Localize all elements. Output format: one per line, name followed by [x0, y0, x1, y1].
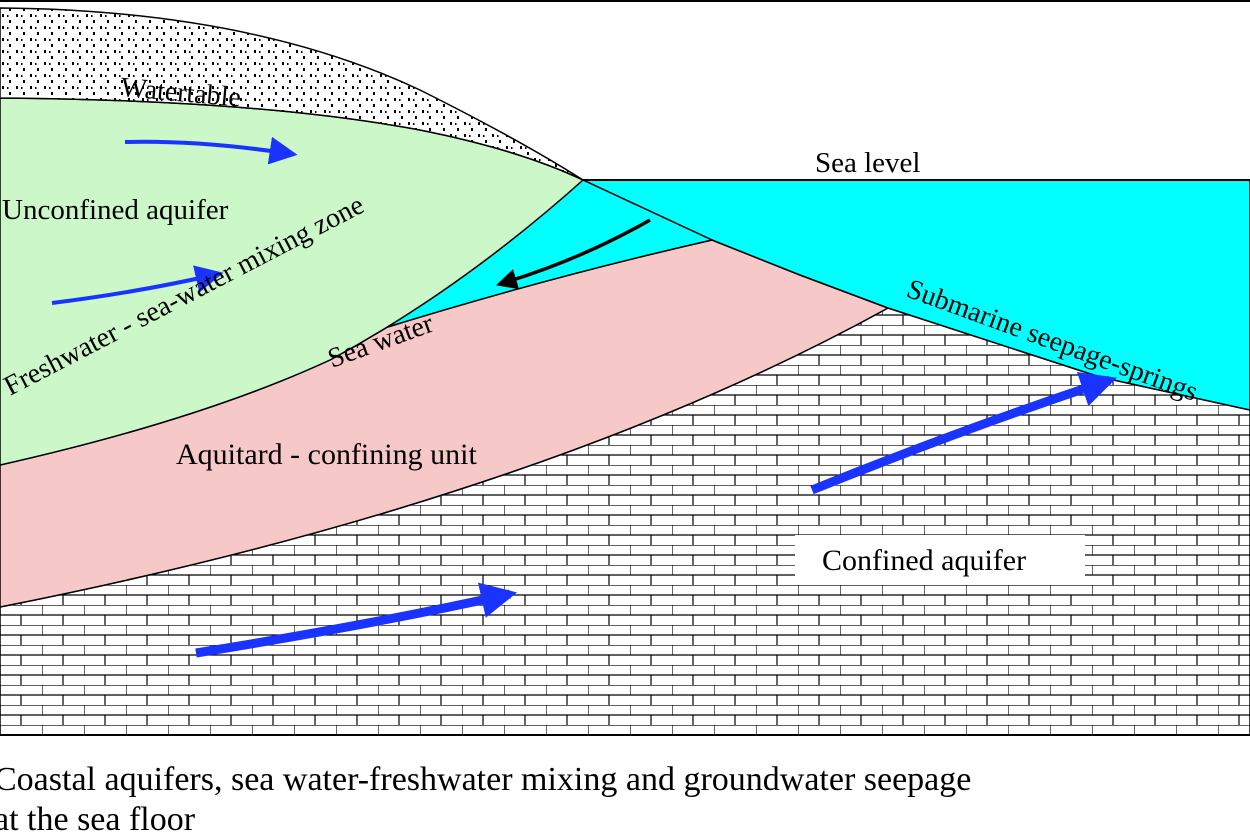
flow-arrow-confined-lower — [195, 582, 518, 658]
unconfined-aquifer-label: Unconfined aquifer — [2, 194, 229, 226]
figure-caption-line-2: at the sea floor — [0, 801, 196, 834]
flow-arrow-sea-intrusion — [495, 218, 651, 290]
sea-level-label: Sea level — [815, 147, 920, 179]
figure-caption-line-1: Coastal aquifers, sea water-freshwater m… — [0, 761, 971, 798]
confined-aquifer-label: Confined aquifer — [822, 544, 1026, 577]
confined-aquifer-label-bg — [795, 535, 1085, 585]
unsaturated-zone-dots — [0, 8, 583, 180]
flow-arrow-confined-upper — [810, 372, 1117, 495]
sea-region — [582, 179, 1250, 411]
flow-arrow-unconfined-upper — [124, 136, 298, 165]
flow-arrow-unconfined-lower — [51, 265, 224, 305]
aquitard-label: Aquitard - confining unit — [176, 438, 477, 471]
